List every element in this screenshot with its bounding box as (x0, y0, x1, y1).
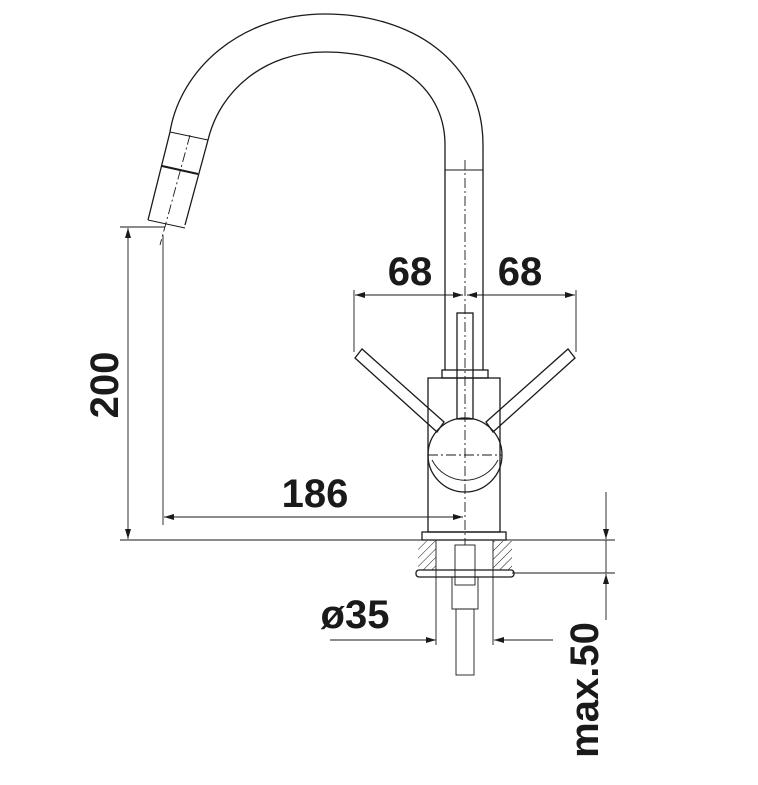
dim-lever-left: 68 (388, 250, 433, 294)
dim-spout-height: 200 (83, 352, 127, 419)
dimension-lines (120, 226, 615, 643)
dim-hole-diameter: ø35 (321, 593, 390, 637)
spout (147, 13, 484, 370)
mounting (415, 540, 515, 676)
body (354, 160, 576, 545)
dim-max-thickness: max.50 (563, 622, 607, 758)
dim-spout-reach: 186 (282, 472, 349, 516)
dim-lever-right: 68 (498, 250, 543, 294)
